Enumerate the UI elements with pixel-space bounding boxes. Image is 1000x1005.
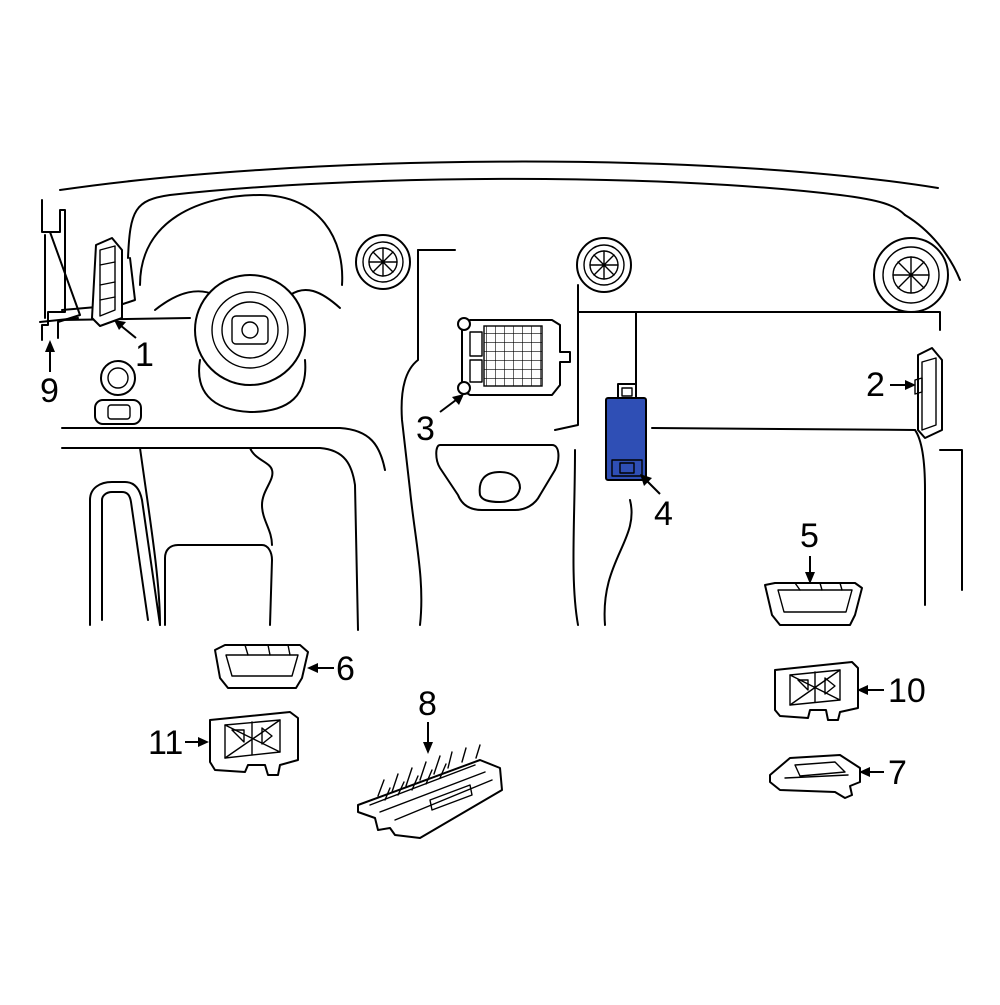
knob (100, 360, 136, 396)
callout-7: 7 (888, 754, 907, 792)
steering-wheel (154, 274, 341, 413)
dashboard-outline (59, 160, 963, 631)
callout-1: 1 (135, 336, 154, 374)
callout-2: 2 (866, 366, 885, 404)
callout-8: 8 (418, 685, 437, 723)
part-9-bracket (39, 199, 81, 341)
air-vent-right (873, 237, 949, 313)
callout-10: 10 (888, 672, 926, 710)
callout-5: 5 (800, 517, 819, 555)
part-11-plate (209, 711, 299, 776)
air-vent-left (355, 234, 411, 290)
part-2-module (914, 347, 943, 439)
part-4-control-module (605, 383, 647, 481)
callout-3: 3 (416, 410, 435, 448)
callout-labels: 1 2 3 4 5 6 7 8 9 10 11 (40, 336, 926, 792)
air-vent-center (576, 237, 632, 293)
part-10-plate (774, 661, 859, 721)
part-3-fuse-box (457, 317, 571, 396)
callout-arrows (45, 320, 916, 777)
part-1-module (91, 237, 123, 327)
part-7-module (769, 754, 861, 799)
callout-6: 6 (336, 650, 355, 688)
switch (94, 399, 142, 425)
part-5-bracket (764, 582, 863, 626)
callout-9: 9 (40, 372, 59, 410)
callout-4: 4 (654, 495, 673, 533)
part-8-tray (357, 744, 503, 839)
part-6-bracket (214, 644, 309, 689)
callout-11: 11 (148, 724, 183, 762)
